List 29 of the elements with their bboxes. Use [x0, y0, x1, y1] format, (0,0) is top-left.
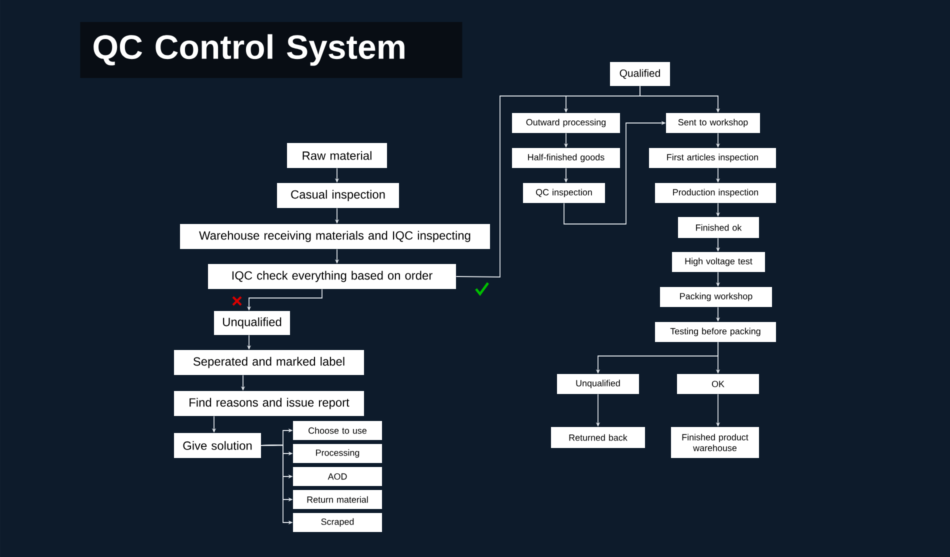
process-box: Seperated and marked label [174, 350, 364, 375]
process-box: Production inspection [655, 183, 776, 203]
process-box: High voltage test [672, 252, 765, 272]
process-box: Sent to workshop [666, 113, 760, 133]
process-box: AOD [293, 467, 382, 486]
process-box: Testing before packing [655, 322, 776, 342]
process-box: Choose to use [293, 421, 382, 440]
process-box: Outward processing [512, 113, 620, 133]
process-box: Unqualified [214, 311, 290, 335]
process-box: Unqualified [557, 374, 639, 394]
process-box: Returned back [551, 427, 645, 448]
title-banner: QC Control System [80, 22, 462, 78]
process-box: Find reasons and issue report [174, 391, 364, 416]
process-box: Scraped [293, 513, 382, 532]
process-box: Give solution [174, 433, 261, 458]
process-box: Warehouse receiving materials and IQC inspecting [180, 224, 490, 249]
process-box: Finished ok [678, 217, 759, 238]
process-box: First articles inspection [649, 148, 776, 168]
process-box: IQC check everything based on order [208, 264, 456, 289]
process-box: Finished product warehouse [671, 427, 759, 458]
process-box: Processing [293, 444, 382, 463]
process-box: Return material [293, 490, 382, 509]
process-box: Qualified [610, 62, 670, 86]
process-box: OK [677, 374, 759, 394]
process-box: Half-finished goods [512, 148, 620, 168]
process-box: QC inspection [523, 183, 605, 203]
process-box: Casual inspection [277, 183, 399, 208]
process-box: Packing workshop [660, 287, 772, 307]
process-box: Raw material [287, 143, 387, 168]
